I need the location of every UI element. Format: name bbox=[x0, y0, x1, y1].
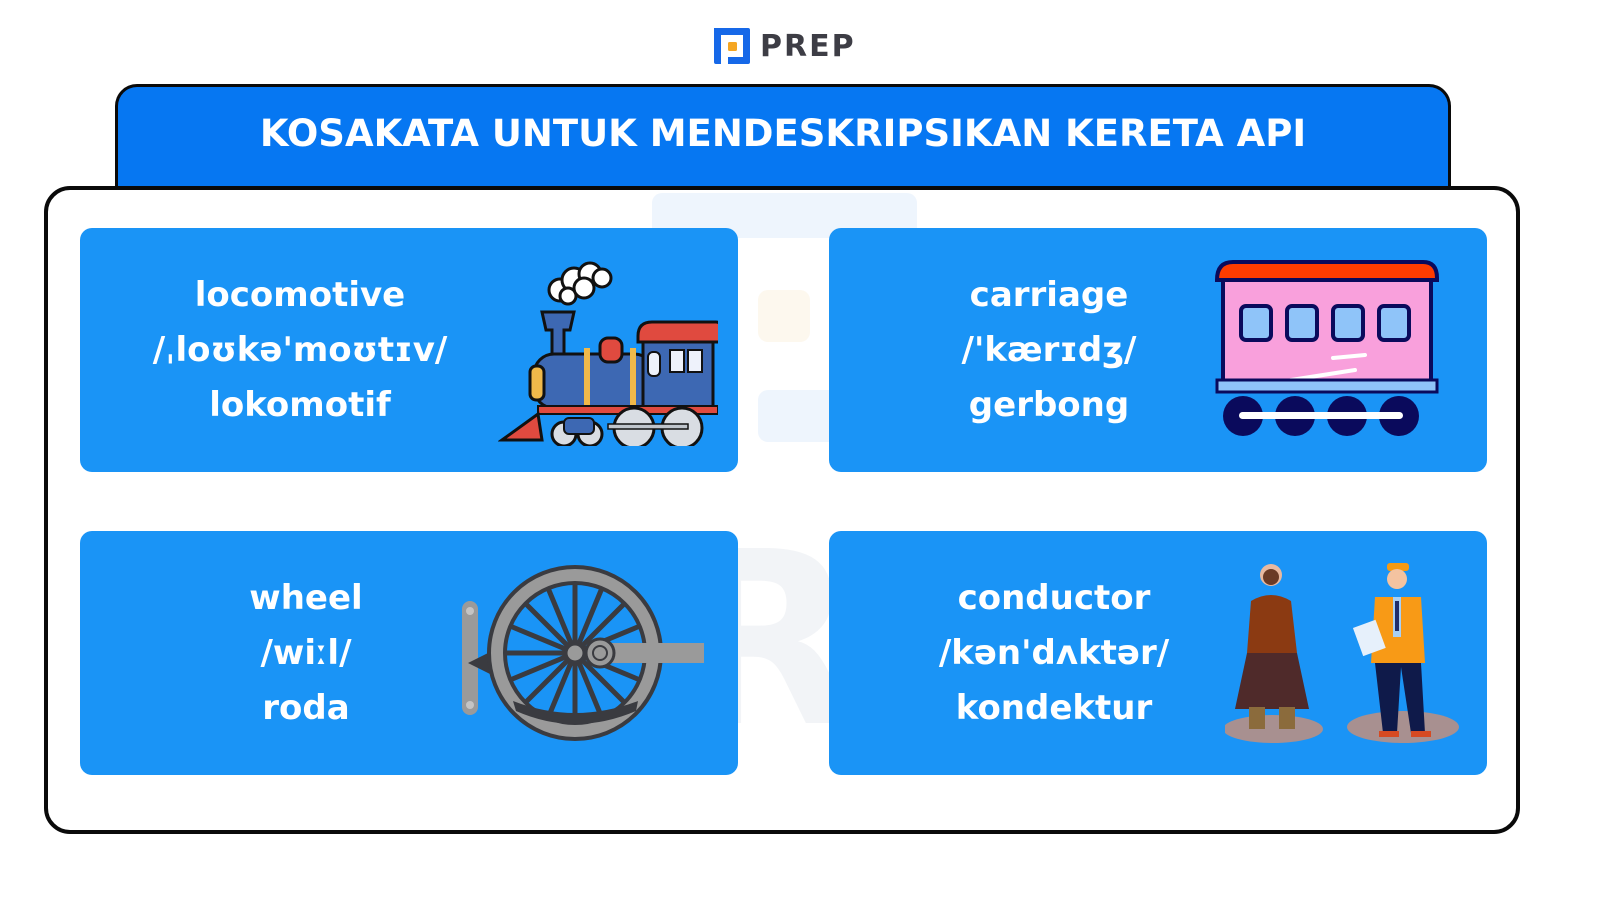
vocab-ipa: /kən'dʌktər/ bbox=[938, 632, 1170, 673]
vocab-word: carriage bbox=[969, 274, 1129, 315]
vocab-card-text: locomotive /ˌloʊkə'moʊtɪv/ lokomotif bbox=[80, 228, 520, 472]
conductor-people-icon bbox=[1223, 557, 1465, 752]
vocab-ipa: /wiːl/ bbox=[260, 632, 352, 673]
vocab-card-locomotive: locomotive /ˌloʊkə'moʊtɪv/ lokomotif bbox=[80, 228, 738, 472]
vocab-card-wheel: wheel /wiːl/ roda bbox=[80, 531, 738, 775]
vocab-card-text: wheel /wiːl/ roda bbox=[80, 531, 532, 775]
vocab-ipa: /'kærɪdʒ/ bbox=[961, 329, 1137, 370]
prep-logo: PREP bbox=[712, 26, 856, 66]
train-wheel-icon bbox=[458, 561, 708, 746]
vocab-word: wheel bbox=[249, 577, 363, 618]
vocab-word: conductor bbox=[957, 577, 1151, 618]
vocab-card-conductor: conductor /kən'dʌktər/ kondektur bbox=[829, 531, 1487, 775]
steam-locomotive-icon bbox=[497, 256, 724, 451]
vocab-translation: gerbong bbox=[968, 384, 1130, 425]
page-title: KOSAKATA UNTUK MENDESKRIPSIKAN KERETA AP… bbox=[259, 112, 1307, 155]
title-banner: KOSAKATA UNTUK MENDESKRIPSIKAN KERETA AP… bbox=[115, 84, 1451, 188]
vocab-word: locomotive bbox=[194, 274, 406, 315]
vocab-translation: kondektur bbox=[955, 687, 1153, 728]
vocab-card-carriage: carriage /'kærɪdʒ/ gerbong bbox=[829, 228, 1487, 472]
vocab-ipa: /ˌloʊkə'moʊtɪv/ bbox=[152, 329, 448, 370]
prep-logo-icon bbox=[712, 26, 752, 66]
prep-logo-text: PREP bbox=[760, 28, 856, 64]
train-carriage-icon bbox=[1214, 258, 1439, 443]
vocab-translation: lokomotif bbox=[209, 384, 391, 425]
vocab-card-text: conductor /kən'dʌktər/ kondektur bbox=[829, 531, 1279, 775]
vocab-card-text: carriage /'kærɪdʒ/ gerbong bbox=[829, 228, 1269, 472]
vocab-translation: roda bbox=[262, 687, 350, 728]
